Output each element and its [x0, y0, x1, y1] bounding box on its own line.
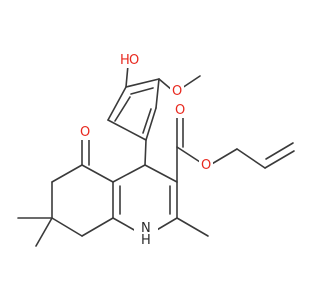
hydroxyl-h-label: H: [120, 53, 130, 68]
bonds: [17, 64, 295, 247]
bond-c-ome: [158, 78, 173, 91]
bond-ar-3-4: [145, 107, 157, 141]
bond-c4-c4a: [112, 164, 146, 183]
ester-ether-o-label: O: [201, 158, 211, 173]
ester-carbonyl-o-label: O: [175, 103, 185, 118]
bond-ch-ch2: [264, 150, 295, 169]
bond-ar-4-5: [107, 119, 147, 141]
bond-ar-1-2: [125, 78, 160, 88]
bond-vinyl-double: [265, 142, 294, 160]
hydroxyl-o-label: O: [129, 53, 139, 68]
bond-c3-c4: [144, 164, 178, 183]
atom-labels: H O O O O O N H: [78, 50, 213, 248]
bond-ester-oc: [176, 146, 201, 163]
bond-ar-2-3: [155, 78, 160, 109]
ester-ether-label-bg: [199, 157, 213, 173]
ester-carbonyl-label-bg: [171, 102, 185, 118]
bond-c4-aryl: [144, 139, 147, 166]
structure-svg: H O O O O O N H: [17, 50, 295, 248]
hydroxyl-label-bg: [114, 50, 144, 68]
bond-ar-double-b: [142, 108, 152, 134]
amine-label-bg: [134, 222, 158, 242]
bond-c8-c8a: [81, 217, 114, 237]
molecule-diagram: H O O O O O N H: [17, 50, 295, 248]
bond-c-oh: [125, 64, 129, 88]
bond-c2-methyl: [176, 217, 209, 237]
amine-n-label: N: [141, 221, 151, 236]
methoxy-label-bg: [170, 82, 184, 98]
bond-c4a-c5: [81, 164, 114, 183]
bond-ch2-ch: [236, 148, 266, 169]
bond-ar-double-a: [130, 87, 154, 95]
bond-c7-c8: [51, 217, 83, 237]
bond-c7-methyl-b: [35, 217, 53, 247]
bond-c8a-n: [112, 217, 137, 232]
bond-n-c2: [154, 217, 178, 232]
bond-o-me: [181, 75, 201, 89]
bond-c5-c6: [51, 164, 83, 183]
bond-ar-double-c: [114, 96, 131, 122]
bond-o-ch2: [209, 148, 238, 166]
ketone-o-label: O: [80, 125, 90, 140]
ketone-label-bg: [78, 124, 92, 140]
bond-ar-5-6: [107, 86, 127, 121]
methoxy-o-label: O: [172, 84, 182, 99]
amine-h-label: H: [141, 233, 151, 248]
